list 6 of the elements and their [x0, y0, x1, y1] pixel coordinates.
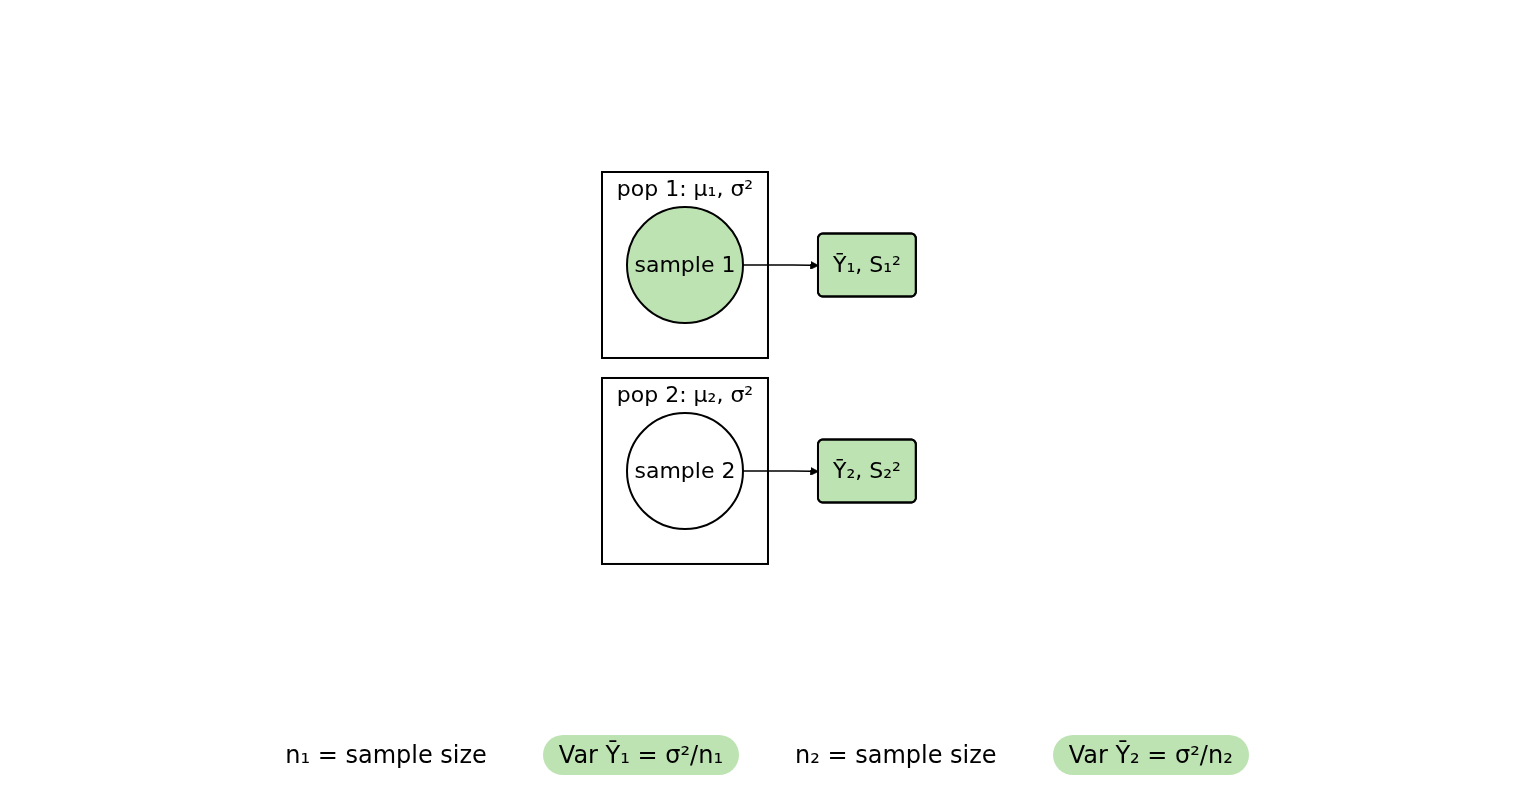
- variance-formula: Var Ȳ₁ = σ²/n₁: [542, 735, 739, 775]
- note-text: n₁ = sample size: [284, 740, 488, 771]
- note-text: n₂ = sample size: [794, 740, 998, 771]
- variance-formula: Var Ȳ₂ = σ²/n₂: [1052, 735, 1249, 775]
- node-circle: sample 2: [626, 411, 745, 530]
- node-circle: sample 1: [626, 205, 745, 324]
